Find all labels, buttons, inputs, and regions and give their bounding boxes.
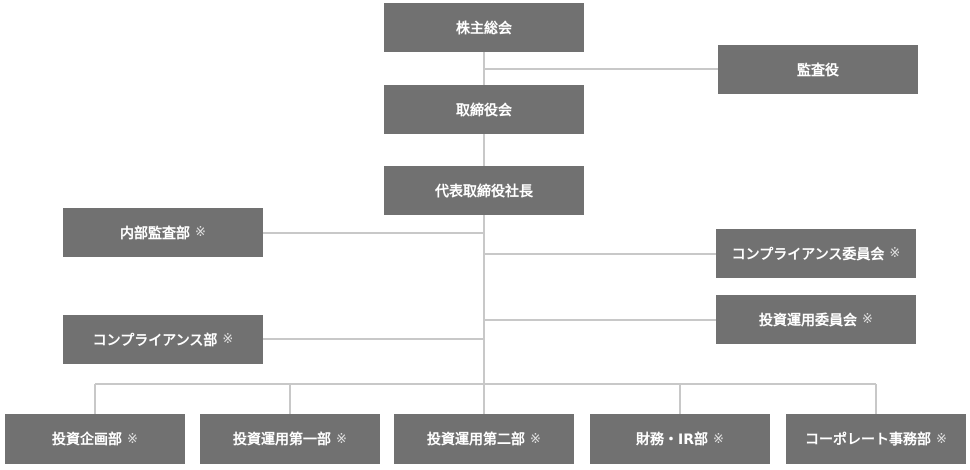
compliance-dept-label: コンプライアンス部	[92, 332, 218, 349]
note-mark: ※	[889, 246, 901, 261]
note-mark: ※	[530, 431, 541, 447]
dept-invest1-box: 投資運用第一部 ※	[200, 414, 380, 464]
compliance-dept-box: コンプライアンス部 ※	[63, 315, 263, 364]
auditors-box: 監査役	[718, 45, 918, 94]
note-mark: ※	[936, 431, 947, 447]
note-mark: ※	[127, 431, 138, 447]
shareholders-meeting-box: 株主総会	[384, 3, 584, 52]
dept-corporate-label: コーポレート事務部	[805, 432, 932, 448]
note-mark: ※	[713, 431, 724, 447]
note-mark: ※	[195, 225, 206, 240]
dept-invest2-box: 投資運用第二部 ※	[394, 414, 574, 464]
note-mark: ※	[336, 431, 347, 447]
auditors-label: 監査役	[797, 62, 839, 79]
compliance-committee-box: コンプライアンス委員会 ※	[716, 229, 916, 278]
internal-audit-box: 内部監査部 ※	[63, 208, 263, 257]
internal-audit-label: 内部監査部	[120, 225, 191, 242]
dept-planning-label: 投資企画部	[52, 432, 123, 448]
dept-planning-box: 投資企画部 ※	[5, 414, 185, 464]
dept-invest1-label: 投資運用第一部	[233, 432, 332, 448]
dept-invest2-label: 投資運用第二部	[427, 432, 526, 448]
ceo-label: 代表取締役社長	[435, 183, 533, 200]
dept-corporate-box: コーポレート事務部 ※	[786, 414, 966, 464]
dept-finance-box: 財務・IR部 ※	[590, 414, 770, 464]
note-mark: ※	[862, 312, 873, 327]
dept-finance-label: 財務・IR部	[636, 432, 709, 448]
compliance-committee-label: コンプライアンス委員会	[731, 246, 885, 263]
investment-committee-box: 投資運用委員会 ※	[716, 295, 916, 344]
board-of-directors-box: 取締役会	[384, 85, 584, 134]
note-mark: ※	[222, 332, 234, 347]
shareholders-meeting-label: 株主総会	[456, 20, 512, 37]
board-of-directors-label: 取締役会	[456, 102, 512, 119]
ceo-box: 代表取締役社長	[384, 166, 584, 215]
investment-committee-label: 投資運用委員会	[759, 312, 858, 329]
